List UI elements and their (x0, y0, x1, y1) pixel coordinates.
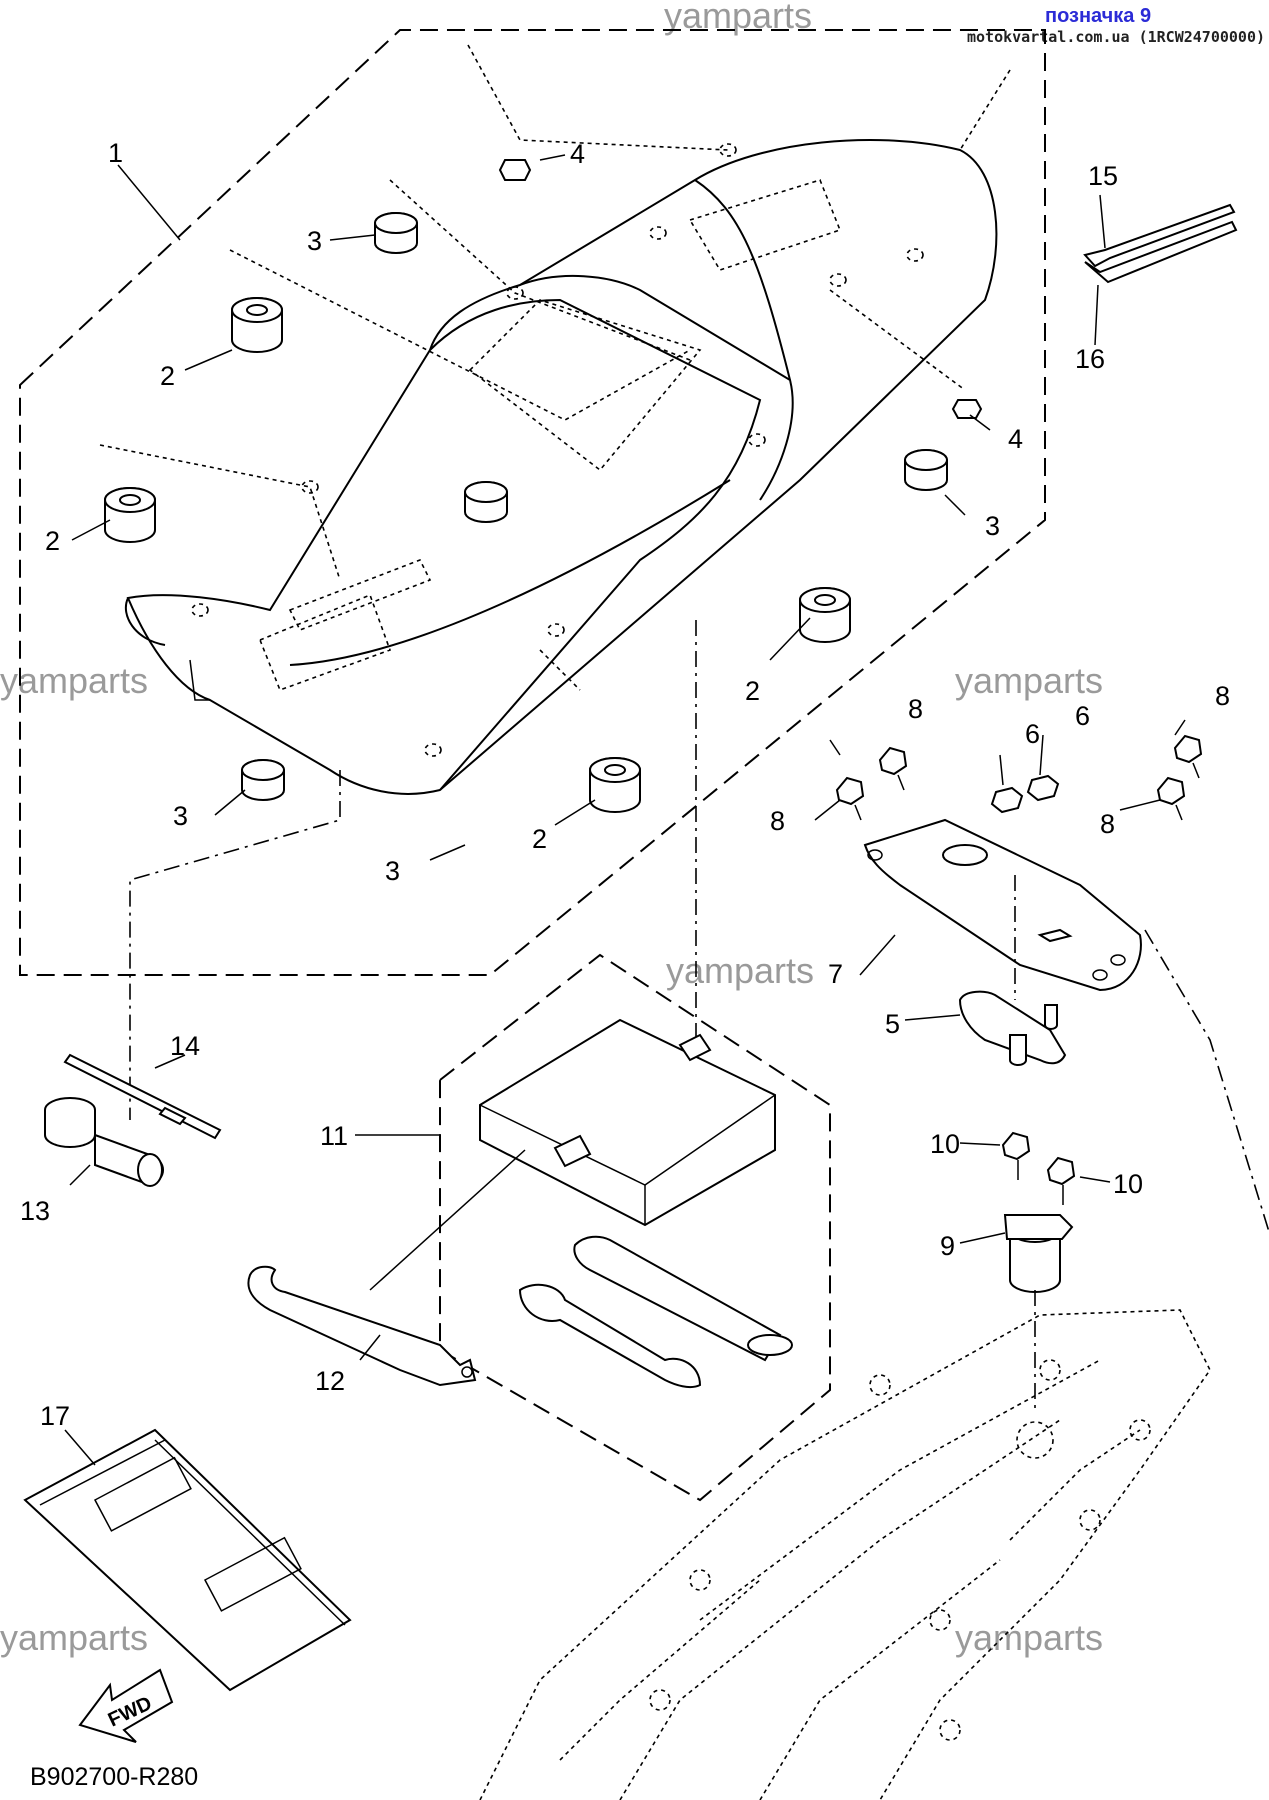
callout-3: 3 (985, 511, 1000, 541)
leader-lines (71, 154, 991, 1120)
callout-14: 14 (170, 1031, 200, 1061)
toolkit-leader (369, 1149, 526, 1291)
screwdriver-part-14 (63, 1053, 222, 1140)
watermark: yamparts (0, 1617, 148, 1658)
callout-3: 3 (173, 801, 188, 831)
callout-1: 1 (108, 138, 123, 168)
bracket-leaders (814, 719, 1269, 1410)
callout-2: 2 (532, 824, 547, 854)
toolkit-leader (359, 1334, 381, 1361)
callout-15: 15 (1088, 161, 1118, 191)
seat-lock-bracket (863, 818, 1142, 992)
handle-part-13 (44, 1097, 165, 1187)
callout-8: 8 (1100, 809, 1115, 839)
leader (64, 1429, 96, 1466)
seat (99, 44, 1011, 795)
source-reference: motokvartal.com.ua (1RCW24700000) (967, 28, 1265, 46)
spanner-part-12 (247, 1265, 477, 1387)
callout-4: 4 (570, 139, 585, 169)
callout-8: 8 (770, 806, 785, 836)
watermark: yamparts (0, 660, 148, 701)
damper-part-2 (104, 297, 851, 813)
callout-7: 7 (828, 959, 843, 989)
nut-part-6 (990, 774, 1060, 814)
leader (154, 1054, 186, 1069)
diagram-label: позначка 9 (1045, 5, 1151, 27)
diagram-code: B902700-R280 (30, 1763, 198, 1791)
frame (479, 1309, 1211, 1800)
leader (1094, 284, 1099, 346)
callout-11: 11 (320, 1121, 348, 1151)
buffer-part-3 (241, 212, 948, 801)
owners-manual-part-17 (23, 1428, 352, 1692)
callout-5: 5 (885, 1009, 900, 1039)
seat-lock-part-5 (958, 990, 1067, 1066)
callout-17: 17 (40, 1401, 70, 1431)
callout-4: 4 (1008, 424, 1023, 454)
callout-6: 6 (1075, 701, 1090, 731)
callout-12: 12 (315, 1366, 345, 1396)
callout-10: 10 (930, 1129, 960, 1159)
watermark: yamparts (666, 950, 814, 991)
toolkit-boundary (439, 953, 831, 1502)
callout-10: 10 (1113, 1169, 1143, 1199)
watermark: yamparts (955, 660, 1103, 701)
callout-6: 6 (1025, 719, 1040, 749)
forward-arrow: FWD (78, 1668, 174, 1743)
watermark: yamparts (664, 0, 812, 36)
callout-3: 3 (385, 856, 400, 886)
callout-2: 2 (45, 526, 60, 556)
screwdriver-handle (573, 1235, 793, 1362)
nut-part-4 (498, 159, 983, 419)
callout-8: 8 (1215, 681, 1230, 711)
hex-key-part-15-16 (1083, 203, 1238, 284)
callout-9: 9 (940, 1231, 955, 1261)
callout-13: 13 (20, 1196, 50, 1226)
seat-assembly-boundary (19, 29, 1046, 976)
bolt-part-10 (1001, 1131, 1076, 1205)
wrench (518, 1283, 702, 1389)
leader (1099, 194, 1106, 249)
callout-2: 2 (745, 676, 760, 706)
lock-part-9 (1003, 1214, 1074, 1293)
bolt-part-8 (835, 734, 1203, 821)
leader (69, 1164, 91, 1186)
toolkit-case-part-11 (479, 1018, 776, 1227)
callout-3: 3 (307, 226, 322, 256)
callout-8: 8 (908, 694, 923, 724)
callout-2: 2 (160, 361, 175, 391)
callout-16: 16 (1075, 344, 1105, 374)
watermark: yamparts (955, 1617, 1103, 1658)
